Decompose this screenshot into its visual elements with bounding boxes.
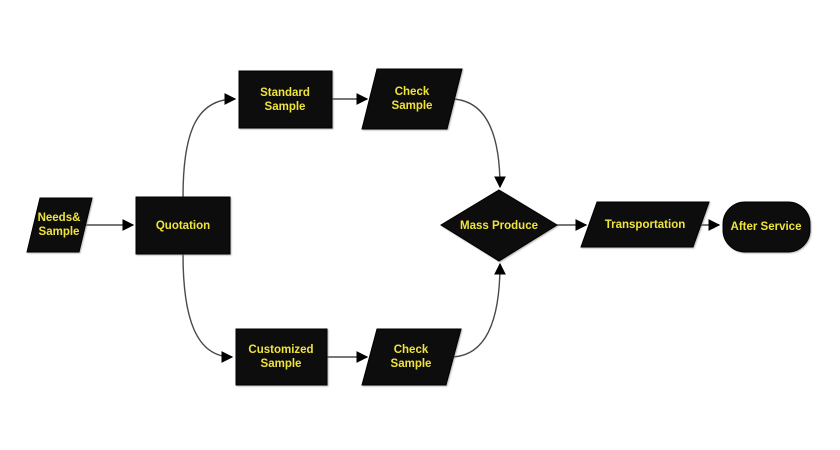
edge-quotation-to-customized-sample (182, 253, 234, 363)
customized-sample-shape (235, 328, 328, 386)
edge-check-sample-bottom-to-mass-produce (452, 262, 506, 358)
quotation-shape (135, 196, 231, 255)
mass-produce-shape (440, 189, 558, 262)
needs-sample-shape (26, 197, 93, 253)
shape-layer (26, 68, 811, 386)
connector-layer (86, 93, 721, 363)
edge-check-sample-top-to-mass-produce (452, 98, 506, 189)
check-sample-top-shape (361, 68, 463, 130)
after-service-shape (722, 201, 811, 253)
transportation-shape (580, 201, 710, 248)
edge-quotation-to-standard-sample (182, 93, 237, 198)
standard-sample-shape (238, 70, 333, 129)
check-sample-bottom-shape (361, 328, 462, 386)
